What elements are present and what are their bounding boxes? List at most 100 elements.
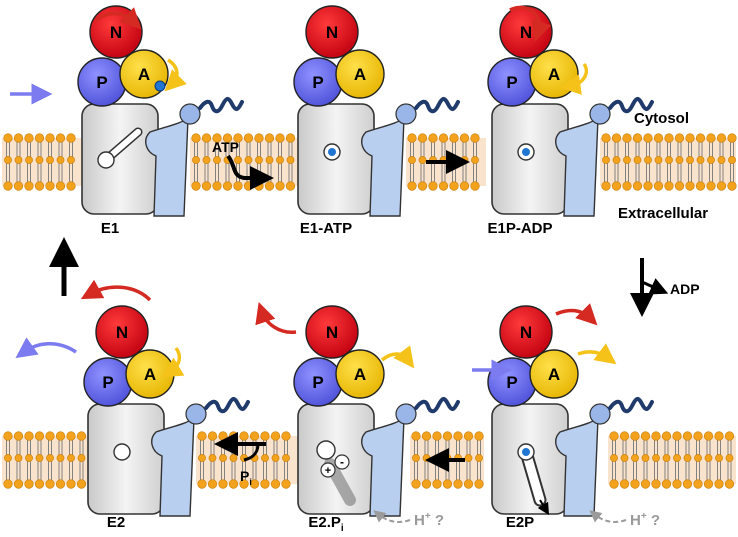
lipid-head — [13, 479, 24, 489]
lipid-head — [715, 454, 723, 462]
a-domain — [529, 349, 579, 399]
lipid-head — [202, 156, 211, 164]
lipid-head — [432, 479, 442, 489]
lipid-head — [218, 431, 228, 441]
lipid-head — [422, 454, 431, 462]
n-terminal-tail — [608, 97, 654, 114]
lipid-head — [244, 156, 253, 164]
lipid-head — [464, 454, 473, 462]
lipid-head — [34, 431, 45, 441]
lipid-head — [470, 181, 480, 191]
lipid-head — [724, 479, 735, 489]
lipid-head — [285, 181, 296, 191]
a-domain-rotation-arrow — [559, 62, 589, 95]
lipid-head — [703, 479, 714, 489]
lipid-head — [46, 454, 54, 462]
lipid-head — [706, 181, 716, 191]
plus-sign: + — [325, 465, 331, 477]
ion — [328, 148, 336, 156]
lipid-head — [428, 133, 438, 143]
lipid-head — [264, 133, 275, 143]
lipid-head — [475, 454, 483, 462]
lipid-head — [66, 181, 76, 191]
lipid-head — [55, 479, 66, 489]
pi-release-arrow — [243, 443, 260, 462]
pump-core — [81, 103, 159, 215]
state-label: E2 — [107, 514, 125, 531]
lipid-head — [66, 479, 76, 489]
lipid-head — [453, 431, 463, 441]
lipid-head — [651, 479, 661, 489]
p-domain-label: P — [96, 73, 107, 92]
lipid-head — [612, 156, 621, 164]
lipid-head — [228, 431, 239, 441]
lipid-head — [76, 479, 87, 489]
lipid-head — [13, 431, 24, 441]
lipid-head — [67, 454, 75, 462]
lipid-head — [727, 133, 737, 143]
n-terminal-tail — [608, 397, 654, 414]
lipid-head — [674, 181, 685, 191]
lipid-head — [432, 431, 442, 441]
lipid-head — [695, 133, 706, 143]
lipid-head — [275, 181, 285, 191]
proton-label-e2p: H+ ? — [630, 511, 660, 529]
lipid-head — [453, 479, 463, 489]
lipid-head — [222, 133, 233, 143]
lipid-head — [417, 181, 428, 191]
lipid-head — [695, 181, 706, 191]
lipid-head — [438, 133, 449, 143]
lipid-head — [66, 133, 76, 143]
lipid-head — [55, 431, 66, 441]
r-sphere — [185, 403, 207, 425]
lipid-head — [24, 181, 34, 191]
lipid-head — [674, 133, 685, 143]
lipid-head — [77, 454, 86, 462]
a-domain-label: A — [354, 65, 366, 84]
lipid-head — [13, 133, 24, 143]
lipid-head — [640, 479, 651, 489]
lipid-head — [207, 479, 218, 489]
a-domain-label: A — [354, 365, 366, 384]
lipid-head — [633, 156, 642, 164]
a-domain — [335, 349, 385, 399]
state-label: E1P-ADP — [487, 220, 552, 237]
lipid-head — [706, 133, 716, 143]
lipid-head — [13, 181, 24, 191]
p-domain-label: P — [506, 373, 517, 392]
ion-release-arrow — [537, 499, 550, 516]
a-domain-label: A — [144, 365, 156, 384]
lipid-head — [411, 431, 421, 441]
lipid-head — [412, 454, 420, 462]
lipid-head — [34, 133, 45, 143]
lipid-head — [665, 156, 673, 164]
lipid-head — [14, 454, 23, 462]
lipid-head — [707, 156, 715, 164]
lipid-head — [630, 431, 640, 441]
lipid-head — [653, 133, 664, 143]
n-domain — [305, 5, 359, 59]
lipid-head — [682, 479, 693, 489]
membrane-bottom-4 — [608, 431, 736, 489]
lipid-head — [682, 431, 693, 441]
lipid-head — [622, 133, 632, 143]
lipid-head — [35, 454, 44, 462]
lipid-head — [233, 181, 243, 191]
lipid-head — [281, 431, 291, 441]
r-sphere — [395, 403, 417, 425]
pi-label: Pi — [240, 468, 252, 487]
lipid-head — [471, 156, 479, 164]
lipid-head — [474, 431, 484, 441]
tm-helix — [151, 416, 195, 517]
a-domain-rotation-arrow — [160, 346, 185, 378]
lipid-head — [4, 156, 12, 164]
lipid-head — [260, 431, 270, 441]
lipid-head — [686, 156, 694, 164]
